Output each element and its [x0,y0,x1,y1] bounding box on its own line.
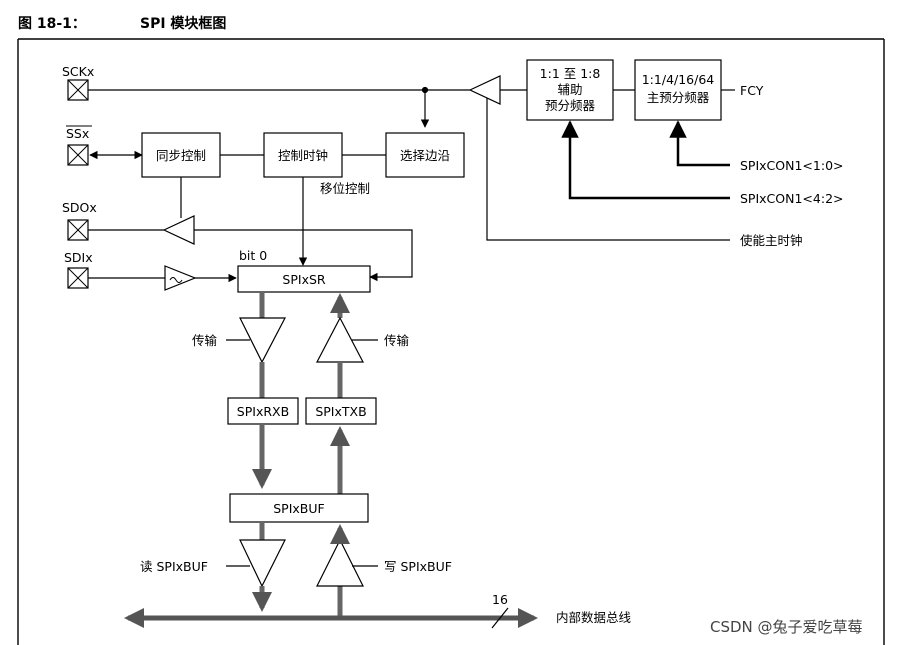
edge-select-block: 选择边沿 [385,132,465,178]
sck-clock-line [88,86,470,128]
con1-4-2-label: SPIxCON1<4:2> [740,191,844,206]
rx-transfer-gate [239,317,286,364]
clock-control-block: 控制时钟 [263,132,343,178]
enable-master-clock-label: 使能主时钟 [740,233,803,248]
pin-ssx: SSx [66,125,92,166]
con1-1-0-label: SPIxCON1<1:0> [740,158,844,173]
shift-control-label: 移位控制 [320,181,370,196]
primary-prescaler-block: 1:1/4/16/64 主预分频器 [634,59,722,121]
csdn-watermark: CSDN @兔子爱吃草莓 [710,618,863,636]
diagram-frame [17,38,885,645]
spixbuf-register: SPIxBUF [229,493,369,523]
write-buf-label: 写 SPIxBUF [384,559,452,574]
pin-sckx: SCKx [62,64,94,101]
con1-1-0-line [669,120,730,167]
spixbuf-label: SPIxBUF [273,501,324,516]
pin-ssx-label: SSx [66,126,89,141]
spixrxb-label: SPIxRXB [237,404,289,419]
sync-control-block: 同步控制 [141,132,221,178]
secondary-prescaler-ratio: 1:1 至 1:8 [540,66,601,81]
read-buf-gate [239,539,286,588]
spixtxb-label: SPIxTXB [315,404,366,419]
figure-number: 图 18-1： [18,16,86,32]
secondary-prescaler-name-2: 预分频器 [545,98,596,113]
pin-sdix: SDIx [64,250,93,289]
spixrxb-register: SPIxRXB [227,397,299,425]
pin-sckx-label: SCKx [62,64,94,79]
sdi-schmitt-buffer [164,265,197,291]
spixsr-register: SPIxSR [237,265,371,293]
bus-width-slash [491,607,509,629]
write-buf-gate [316,538,364,587]
pin-sdox-label: SDOx [62,200,97,215]
secondary-prescaler-name-1: 辅助 [557,82,582,97]
con1-4-2-line [561,120,730,200]
enable-master-clock-line [486,98,730,241]
primary-prescaler-name: 主预分频器 [647,90,710,105]
clock-control-label: 控制时钟 [278,148,328,163]
fcy-label: FCY [740,83,764,98]
edge-select-label: 选择边沿 [400,148,450,163]
pin-sdox: SDOx [62,200,97,241]
tx-transfer-label: 传输 [384,333,410,348]
clock-buffer [468,75,501,105]
secondary-prescaler-block: 1:1 至 1:8 辅助 预分频器 [526,59,614,121]
sdo-output-buffer [162,215,195,245]
bus-width-label: 16 [492,592,508,607]
spixsr-label: SPIxSR [282,272,325,287]
bit0-label: bit 0 [239,248,267,263]
primary-prescaler-ratio: 1:1/4/16/64 [642,72,715,87]
internal-bus-label: 内部数据总线 [556,610,632,625]
sync-control-label: 同步控制 [156,148,206,163]
spixtxb-register: SPIxTXB [305,397,377,425]
rx-transfer-label: 传输 [192,333,218,348]
pin-sdix-label: SDIx [64,250,93,265]
sr-output-feedback-line [194,229,413,282]
read-buf-label: 读 SPIxBUF [140,559,208,574]
figure-title: SPI 模块框图 [140,15,226,32]
